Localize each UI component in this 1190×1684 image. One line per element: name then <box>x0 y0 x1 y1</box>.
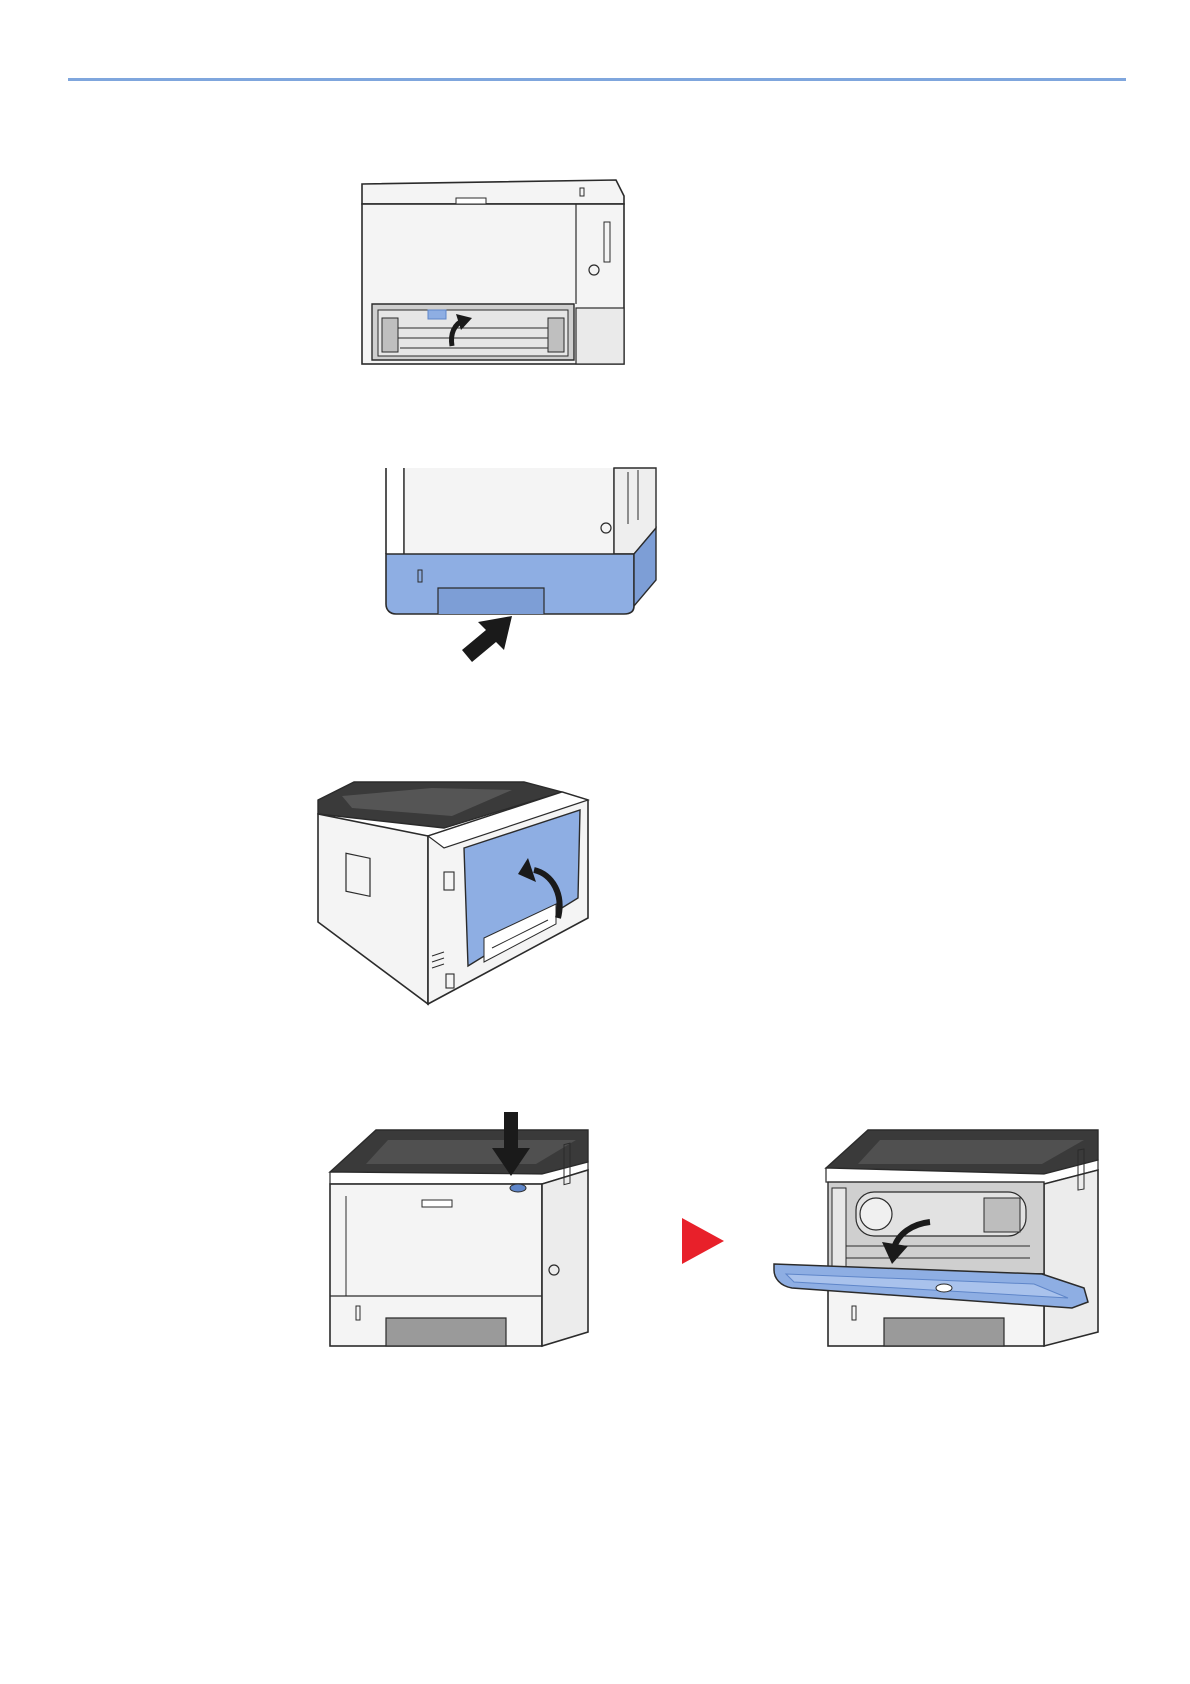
printer-front-cover-release-illustration <box>326 1112 598 1350</box>
next-step-arrow-icon <box>682 1218 724 1264</box>
header-rule <box>68 78 1126 81</box>
paper-cassette-insert-illustration <box>382 468 666 690</box>
printer-front-cover-open-illustration <box>772 1112 1106 1350</box>
printer-rear-cover-close-illustration <box>312 778 594 1008</box>
printer-front-open-cassette-slot-illustration <box>360 178 626 366</box>
push-arrow-icon <box>462 616 512 662</box>
